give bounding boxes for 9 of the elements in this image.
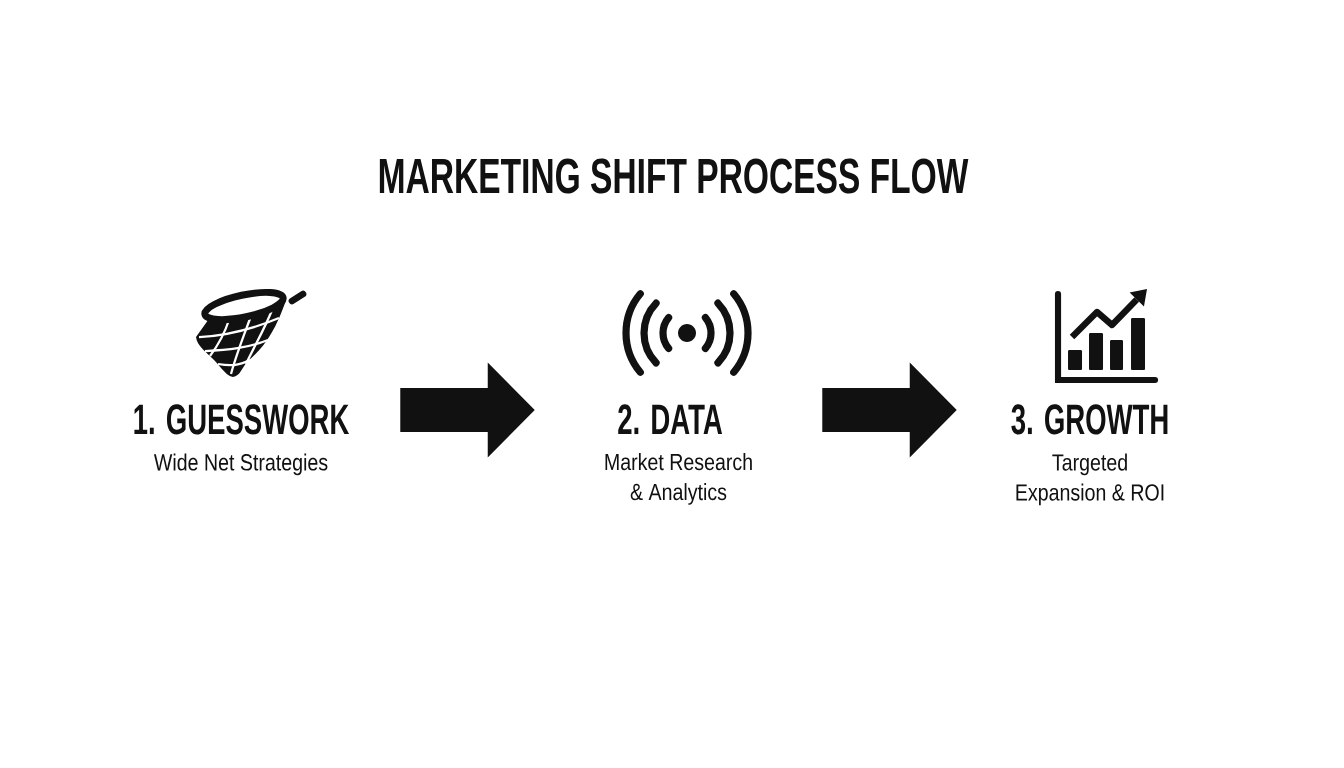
step-heading: 1. GUESSWORK [134,404,350,435]
step-description: Targeted Expansion & ROI [1016,453,1164,506]
step-description: Market Research & Analytics [605,453,752,505]
step-heading: 3. GROWTH [1011,404,1168,435]
block-arrow [822,362,957,458]
title: MARKETING SHIFT PROCESS FLOW [379,158,969,194]
step-description: Wide Net Strategies [153,453,328,476]
block-arrow [400,362,535,458]
step-heading: 2. DATA [618,404,723,435]
